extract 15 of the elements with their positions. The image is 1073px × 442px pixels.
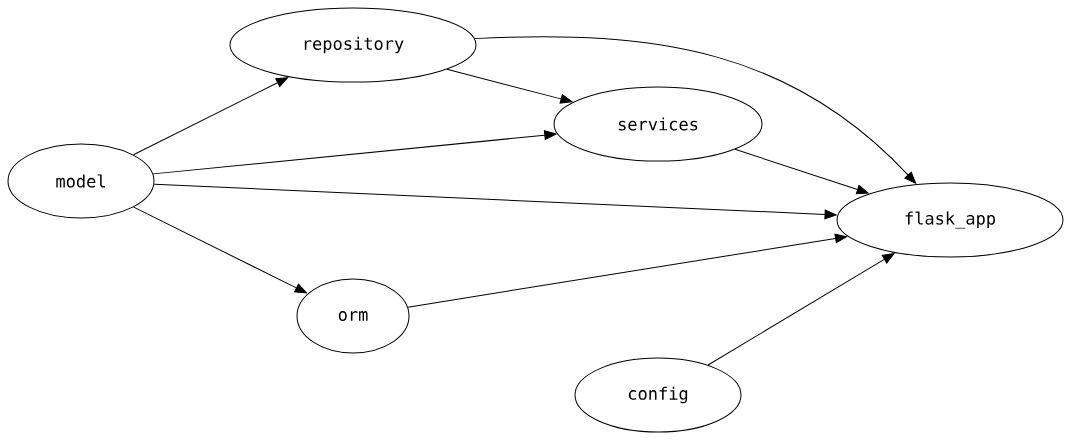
arrow <box>446 68 573 104</box>
arrow <box>152 130 557 175</box>
graph-node: flask_app <box>836 182 1064 258</box>
graph-node: orm <box>296 278 410 354</box>
arrow <box>734 148 869 195</box>
arrow <box>153 183 837 220</box>
graph-node: services <box>553 86 763 162</box>
arrow <box>133 206 307 294</box>
arrow <box>407 233 848 308</box>
arrow <box>707 253 895 366</box>
graph-node: config <box>574 357 742 433</box>
graph-node: repository <box>229 7 477 83</box>
arrow <box>133 77 289 156</box>
graph-node: model <box>7 143 155 219</box>
arrow <box>474 36 917 184</box>
